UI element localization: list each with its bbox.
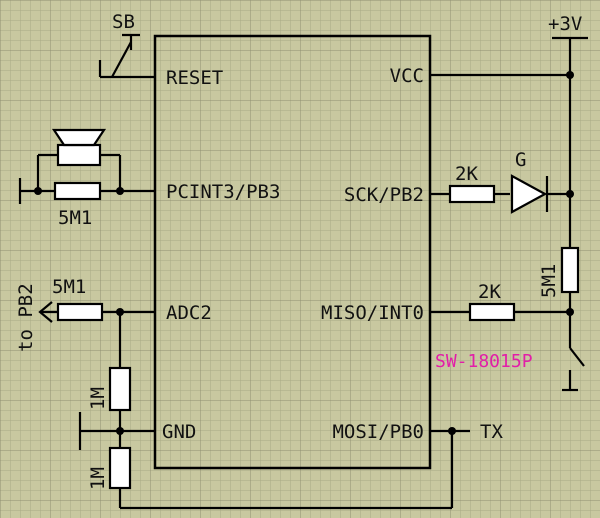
resistor-adc-gnd-label: 1M: [87, 387, 109, 410]
resistor-buzzer-5m1: [53, 181, 102, 201]
pin-sck-pb2-label: SCK/PB2: [344, 184, 424, 206]
resistor-pullup-label: 5M1: [538, 264, 560, 298]
resistor-int-2k: [468, 302, 516, 322]
push-button-icon: [98, 33, 140, 79]
to-pb2-label: to PB2: [15, 283, 37, 352]
pin-vcc-label: VCC: [390, 65, 424, 87]
resistor-adc-5m1: [56, 302, 104, 322]
resistor-pullup-5m1: [560, 246, 580, 294]
microcontroller-body: [153, 34, 432, 470]
led-label: G: [515, 149, 526, 171]
resistor-led-label: 2K: [455, 163, 478, 185]
pin-adc2-label: ADC2: [166, 302, 212, 324]
resistor-buzzer-label: 5M1: [58, 207, 92, 229]
ground-symbol-icon: [78, 412, 120, 450]
pin-gnd-label: GND: [162, 421, 196, 443]
arrow-icon: [38, 301, 53, 323]
reset-button-label: SB: [112, 11, 135, 33]
tilt-switch-icon: [562, 347, 585, 392]
buzzer-icon: [51, 128, 107, 167]
switch-part-label: SW-18015P: [435, 351, 533, 372]
resistor-led-2k: [448, 184, 496, 204]
resistor-gnd-tx-label: 1M: [87, 467, 109, 490]
pin-mosi-pb0-label: MOSI/PB0: [332, 421, 424, 443]
pin-reset-label: RESET: [166, 67, 223, 89]
resistor-gnd-tx-1m: [108, 446, 132, 490]
supply-label: +3V: [548, 13, 582, 35]
resistor-int-label: 2K: [478, 281, 501, 303]
resistor-adc-label: 5M1: [52, 276, 86, 298]
pin-pcint3-pb3-label: PCINT3/PB3: [166, 181, 280, 203]
pin-miso-int0-label: MISO/INT0: [321, 302, 424, 324]
tx-label: TX: [480, 421, 503, 443]
resistor-adc-gnd-1m: [108, 366, 132, 412]
